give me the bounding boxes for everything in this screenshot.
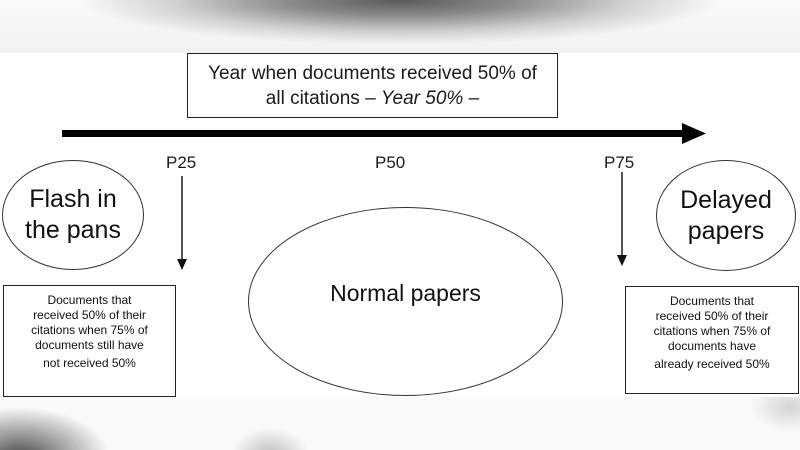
note-line: received 50% of their [33, 308, 146, 322]
title-line-2: all citations – Year 50% – [188, 86, 557, 111]
delayed-label-line-2: papers [687, 216, 765, 245]
background-top-shadow [0, 0, 800, 53]
p25-label: P25 [166, 153, 197, 172]
title-line-2-italic: Year 50% [380, 88, 464, 109]
normal-papers-ellipse: Normal papers [248, 207, 563, 396]
title-line-2-suffix: – [463, 88, 480, 109]
flash-label-line-2: the pans [25, 216, 121, 244]
delayed-description-box: Documents that received 50% of their cit… [625, 286, 799, 394]
normal-papers-label: Normal papers [330, 280, 481, 306]
note-line: documents have [667, 339, 757, 353]
timeline-arrow-icon [62, 123, 706, 144]
note-line: received 50% of their [655, 309, 769, 323]
flash-in-the-pans-ellipse: Flash in the pans [2, 160, 144, 270]
p25-down-arrow-icon [177, 176, 187, 270]
p75-down-arrow-icon [617, 172, 627, 266]
note-line: Documents that [47, 293, 132, 307]
background-bottom-shadow [0, 397, 800, 450]
delayed-papers-ellipse: Delayed papers [656, 160, 796, 271]
title-line-1: Year when documents received 50% of [208, 63, 537, 84]
note-line: Documents that [669, 294, 755, 308]
note-line: citations when 75% of [653, 324, 771, 338]
p75-label: P75 [604, 153, 635, 172]
flash-description-box: Documents that received 50% of their cit… [3, 285, 176, 397]
p50-label: P50 [375, 153, 406, 172]
note-line: not received 50% [43, 356, 136, 370]
note-line: already received 50% [654, 357, 770, 371]
title-line-2-prefix: all citations – [265, 88, 381, 109]
note-line: citations when 75% of [31, 323, 148, 337]
flash-label-line-1: Flash in [29, 185, 117, 213]
note-line: documents still have [35, 338, 144, 352]
year-50-title-box: Year when documents received 50% of all … [187, 53, 558, 118]
delayed-label-line-1: Delayed [680, 185, 772, 214]
